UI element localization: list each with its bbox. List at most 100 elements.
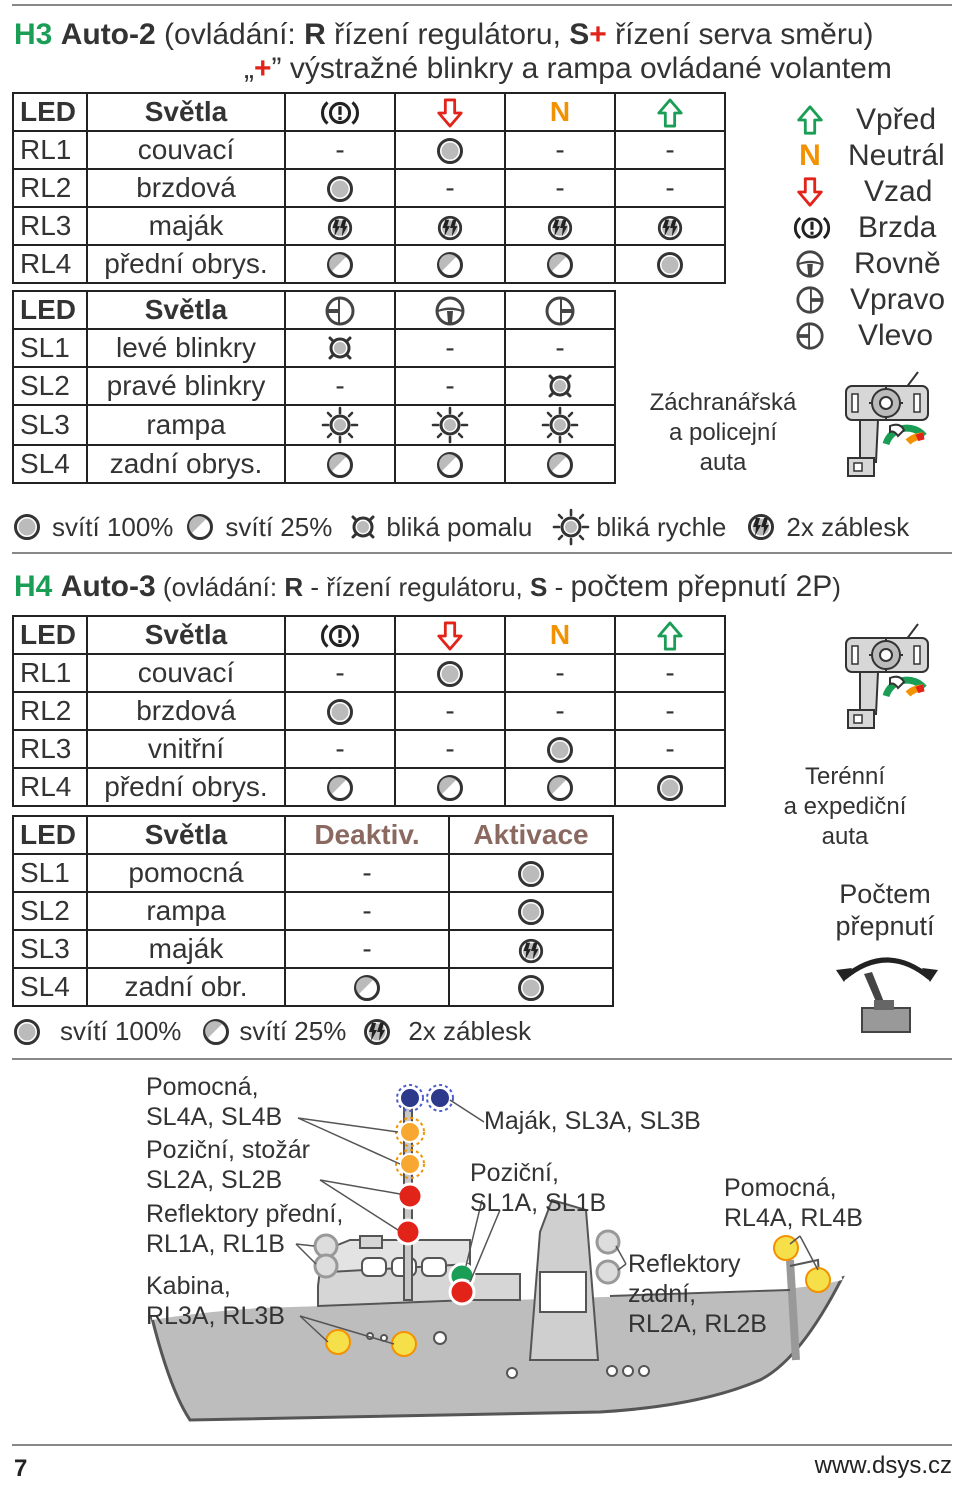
- quarter-light-icon: [325, 450, 355, 480]
- state-cell: [448, 967, 614, 1007]
- neutral-icon: N: [504, 615, 616, 655]
- state-cell: [284, 328, 396, 368]
- led-id: RL2: [12, 168, 88, 208]
- h4-t2-aktivace-header: Aktivace: [448, 815, 614, 855]
- fast-blink-icon: [552, 508, 590, 546]
- double-flash-icon: [362, 1017, 392, 1047]
- led-id: RL2: [12, 691, 88, 731]
- led-id: RL1: [12, 653, 88, 693]
- boat-label-position: Poziční,SL1A, SL1B: [470, 1159, 607, 1217]
- light-name: couvací: [86, 653, 286, 693]
- forward-arrow-icon: [656, 620, 684, 652]
- light-name: přední obrys.: [86, 244, 286, 284]
- state-cell-off: -: [614, 729, 726, 769]
- slow-blink-icon: [323, 331, 357, 365]
- state-cell-off: -: [284, 130, 396, 170]
- fast-blink-icon: [431, 406, 469, 444]
- state-cell: [614, 767, 726, 807]
- double-flash-icon: [517, 937, 545, 965]
- full-light-icon: [435, 659, 465, 689]
- h3-text-1: (ovládání:: [155, 18, 305, 51]
- state-cell: [284, 767, 396, 807]
- h3-t2-svetla-header: Světla: [86, 290, 286, 330]
- state-cell: [394, 244, 506, 284]
- light-name: pomocná: [86, 853, 286, 893]
- h3-symbol-legend: svítí 100% svítí 25% bliká pomalu bliká …: [12, 508, 909, 546]
- full-light-icon: [12, 1017, 42, 1047]
- quarter-light-icon: [325, 773, 355, 803]
- quarter-light-icon: [185, 512, 215, 542]
- full-light-icon: [325, 174, 355, 204]
- boat-label-front-reflectors: Reflektory přední,RL1A, RL1B: [146, 1200, 344, 1258]
- steer-straight-icon: [792, 249, 828, 279]
- light-name: rampa: [86, 891, 286, 931]
- light-name: pravé blinkry: [86, 366, 286, 406]
- steer-right-icon: [792, 285, 828, 315]
- boat-label-aux-rl4: Pomocná,RL4A, RL4B: [724, 1174, 863, 1232]
- h3-title: Auto-2: [60, 18, 156, 51]
- mid-rule: [12, 552, 952, 554]
- quarter-light-icon: [435, 450, 465, 480]
- led-id: SL3: [12, 404, 88, 446]
- legend-brake: Brzda: [792, 210, 945, 246]
- h3-text-3: řízení serva směru): [606, 18, 874, 51]
- h3-plus: +: [589, 18, 607, 51]
- state-cell-off: -: [504, 130, 616, 170]
- h4-symbol-legend: svítí 100% svítí 25% 2x záblesk: [12, 1016, 531, 1047]
- state-cell: [284, 168, 396, 208]
- led-id: RL3: [12, 206, 88, 246]
- section-h3-subheading: „+” výstražné blinkry a rampa ovládané v…: [244, 52, 892, 86]
- h3-note: Záchranářská a policejní auta: [649, 389, 797, 476]
- h3-t1-led-header: LED: [12, 92, 88, 132]
- light-name: couvací: [86, 130, 286, 170]
- transmitter-icon: [842, 370, 932, 480]
- state-cell: [448, 891, 614, 931]
- h4-t1-svetla-header: Světla: [86, 615, 286, 655]
- boat-label-beacon: Maják, SL3A, SL3B: [484, 1107, 701, 1135]
- state-cell-off: -: [284, 729, 396, 769]
- h4-code: H4: [14, 570, 53, 603]
- state-cell-off: -: [504, 691, 616, 731]
- legend-left: Vlevo: [792, 318, 945, 354]
- state-cell: [504, 206, 616, 246]
- h3-plus-2: +: [254, 52, 272, 85]
- neutral-icon: N: [504, 92, 616, 132]
- section-h3-heading: H3 Auto-2 (ovládání: R řízení regulátoru…: [14, 18, 874, 52]
- state-cell: [504, 767, 616, 807]
- steer-left-icon: [792, 321, 828, 351]
- steer-straight-icon: [434, 295, 466, 327]
- double-flash-icon: [546, 214, 574, 242]
- double-flash-icon: [656, 214, 684, 242]
- quarter-light-icon: [545, 250, 575, 280]
- full-light-icon: [516, 973, 546, 1003]
- state-cell: [284, 691, 396, 731]
- state-cell: [614, 244, 726, 284]
- led-id: SL3: [12, 929, 88, 969]
- light-name: vnitřní: [86, 729, 286, 769]
- legend-forward: Vpřed: [792, 102, 945, 138]
- state-cell-off: -: [284, 929, 450, 969]
- light-name: maják: [86, 206, 286, 246]
- h4-t2-led-header: LED: [12, 815, 88, 855]
- h3-text-2: řízení regulátoru,: [325, 18, 570, 51]
- neutral-icon: N: [799, 139, 821, 172]
- quarter-light-icon: [545, 450, 575, 480]
- h3-s: S: [569, 18, 590, 51]
- page-number: 7: [14, 1455, 28, 1482]
- full-light-icon: [12, 512, 42, 542]
- full-light-icon: [655, 773, 685, 803]
